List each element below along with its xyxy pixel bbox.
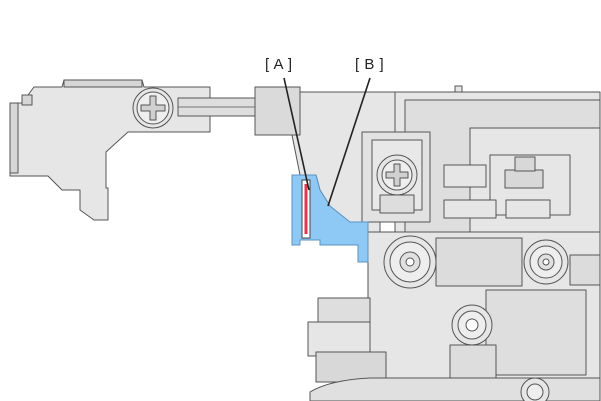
gear-lower <box>451 304 493 346</box>
callout-label-a: [ A ] <box>265 56 293 73</box>
screw-left <box>132 87 174 129</box>
inner-bracket <box>361 131 431 223</box>
callout-label-b: [ B ] <box>355 56 385 73</box>
shaft <box>177 97 261 117</box>
leader-line-a <box>283 77 310 191</box>
gear-bottom <box>520 377 550 401</box>
gear-right <box>523 239 569 285</box>
highlight-part-b <box>291 174 369 263</box>
highlight-part-a-fill <box>304 184 308 234</box>
gear-left <box>383 235 437 289</box>
leader-line-b <box>327 77 371 207</box>
